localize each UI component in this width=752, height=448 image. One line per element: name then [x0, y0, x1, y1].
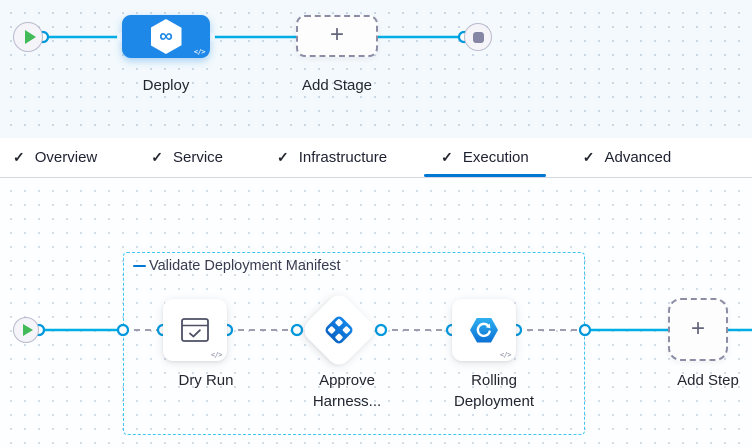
execution-start-node [13, 317, 39, 343]
execution-graph-canvas: Validate Deployment Manifest </> Dry Run [0, 178, 752, 448]
code-view-icon: </> [211, 351, 222, 359]
check-icon: ✓ [151, 149, 163, 166]
approval-icon [321, 312, 357, 348]
add-step-label: Add Step [648, 370, 752, 391]
collapse-group-icon[interactable] [133, 265, 146, 268]
dry-run-icon [180, 317, 210, 344]
tab-infrastructure[interactable]: ✓ Infrastructure [277, 138, 387, 177]
stage-config-tabs: ✓ Overview ✓ Service ✓ Infrastructure ✓ … [0, 138, 752, 178]
connector-port [580, 325, 590, 335]
step-group-label: Validate Deployment Manifest [149, 258, 341, 274]
step-label: Dry Run [146, 370, 266, 391]
stop-icon [473, 32, 484, 43]
check-icon: ✓ [441, 149, 453, 166]
add-step-button[interactable]: + [668, 298, 728, 361]
tab-advanced[interactable]: ✓ Advanced [583, 138, 671, 177]
stage-graph-canvas: ∞ </> Deploy + Add Stage [0, 0, 752, 138]
play-icon [25, 30, 36, 44]
tab-label: Infrastructure [299, 149, 387, 166]
connector-port [376, 325, 386, 335]
pipeline-start-node [13, 22, 43, 52]
step-label: Approve Harness... [287, 370, 407, 412]
check-icon: ✓ [583, 149, 595, 166]
add-stage-label: Add Stage [277, 75, 397, 96]
step-group-header[interactable]: Validate Deployment Manifest [133, 258, 341, 274]
connector-port [118, 325, 128, 335]
check-icon: ✓ [277, 149, 289, 166]
tab-label: Advanced [604, 149, 671, 166]
step-label-line1: Rolling [434, 370, 554, 391]
pipeline-end-node [464, 23, 492, 51]
tab-overview[interactable]: ✓ Overview [13, 138, 97, 177]
step-dry-run[interactable]: </> [163, 299, 227, 361]
step-label-line2: Harness... [287, 391, 407, 412]
step-rolling-deployment[interactable]: </> [452, 299, 516, 361]
harness-cd-icon: ∞ [151, 19, 182, 54]
step-label-line2: Deployment [434, 391, 554, 412]
check-icon: ✓ [13, 149, 25, 166]
step-label-line1: Approve [287, 370, 407, 391]
step-label: Rolling Deployment [434, 370, 554, 412]
stage-label: Deploy [106, 75, 226, 96]
deploy-stage-node[interactable]: ∞ </> [122, 15, 210, 58]
tab-label: Service [173, 149, 223, 166]
step-approve[interactable] [311, 302, 367, 358]
tab-label: Execution [463, 149, 529, 166]
tab-service[interactable]: ✓ Service [151, 138, 223, 177]
tab-label: Overview [35, 149, 98, 166]
code-view-icon: </> [194, 48, 205, 56]
tab-execution[interactable]: ✓ Execution [441, 138, 529, 177]
play-icon [23, 324, 33, 336]
code-view-icon: </> [500, 351, 511, 359]
rolling-deployment-icon [470, 318, 498, 343]
add-stage-button[interactable]: + [296, 15, 378, 57]
connector-port [292, 325, 302, 335]
